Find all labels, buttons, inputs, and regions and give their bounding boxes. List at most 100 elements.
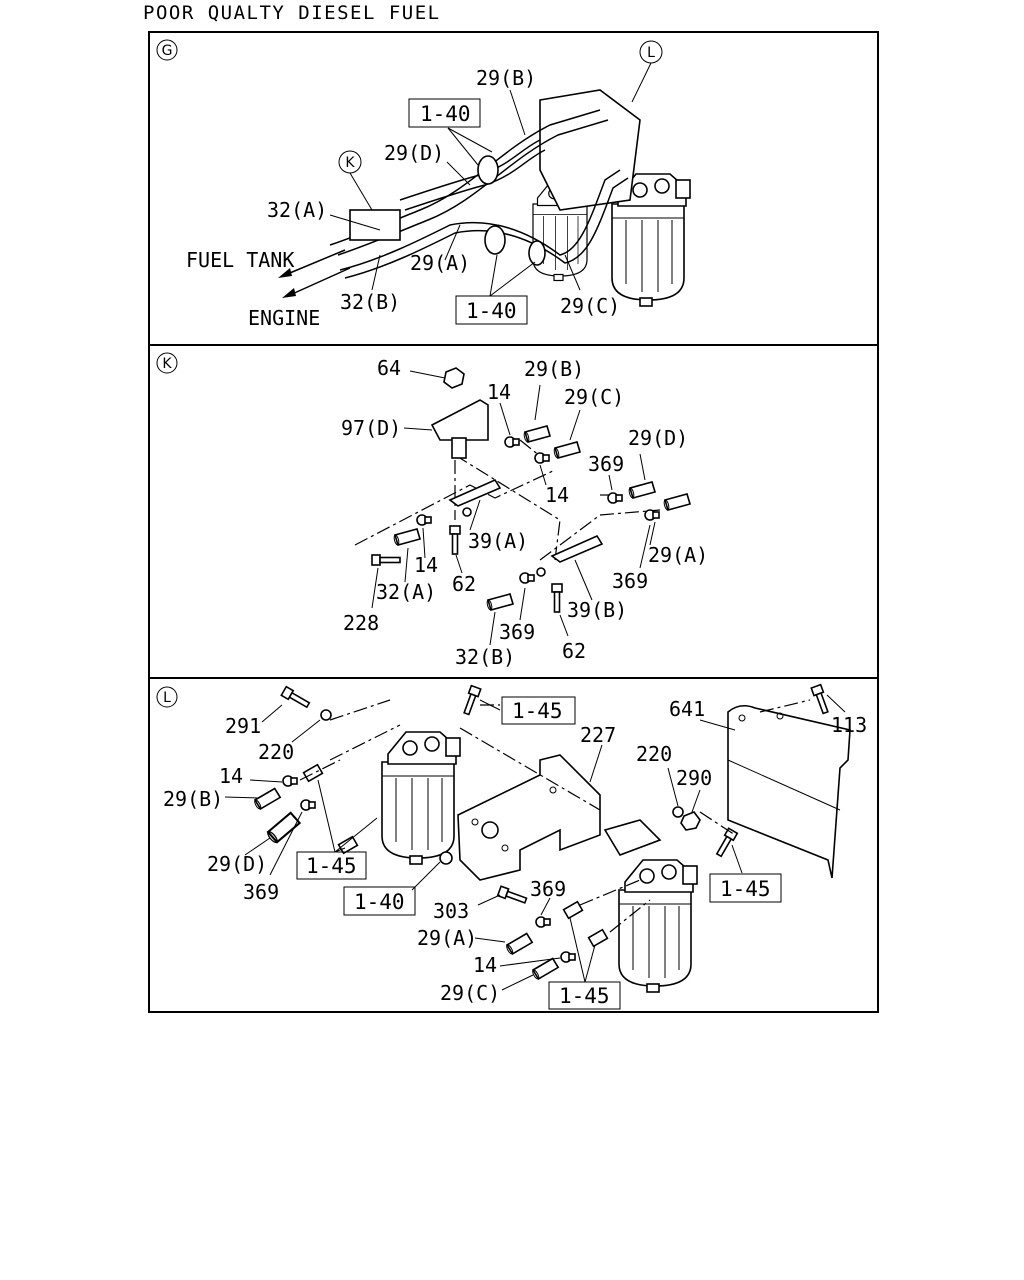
label-220: 220	[636, 742, 672, 766]
ref-1-45: 1-45	[512, 699, 563, 723]
label-369: 369	[499, 620, 535, 644]
clamp-369	[535, 916, 551, 928]
label-113: 113	[831, 713, 867, 737]
label-227: 227	[580, 723, 616, 747]
hose-sleeve	[528, 240, 546, 266]
washer-220	[320, 709, 332, 721]
hose-29a	[502, 931, 535, 957]
label-64: 64	[377, 356, 401, 380]
ref-1-45: 1-45	[559, 984, 610, 1008]
fuel-filter	[381, 731, 461, 865]
label-369: 369	[588, 452, 624, 476]
ref-box	[709, 873, 782, 903]
label-291: 291	[225, 714, 261, 738]
clamp-14	[560, 951, 576, 963]
hose-32a	[392, 528, 421, 547]
clamp-369	[519, 572, 535, 584]
clamp-369	[644, 509, 660, 521]
filter-bracket	[539, 89, 641, 211]
label-39b: 39(B)	[567, 598, 627, 622]
fuel-filter	[618, 859, 698, 993]
ref-1-40: 1-40	[466, 299, 517, 323]
clamp-369	[300, 799, 316, 811]
fitting	[562, 900, 584, 920]
panel-k: K	[156, 352, 708, 669]
fitting	[587, 928, 609, 948]
label-29b: 29(B)	[476, 66, 536, 90]
hose-sleeve	[477, 155, 499, 185]
label-290: 290	[676, 766, 712, 790]
label-32a: 32(A)	[376, 580, 436, 604]
fuel-line-bracket	[349, 209, 401, 241]
callout-l-label: L	[647, 45, 655, 61]
hose-29d	[627, 481, 656, 500]
label-29c: 29(C)	[564, 385, 624, 409]
bolt-62	[449, 525, 461, 555]
fitting	[302, 763, 324, 783]
label-303: 303	[433, 899, 469, 923]
washer-220	[672, 806, 684, 818]
clip-39b	[550, 534, 604, 563]
label-29a: 29(A)	[417, 926, 477, 950]
ref-box	[455, 295, 528, 325]
label-32b: 32(B)	[340, 290, 400, 314]
ref-1-45: 1-45	[720, 877, 771, 901]
panel-marker-k-label: K	[162, 356, 172, 372]
label-62: 62	[562, 639, 586, 663]
label-14: 14	[219, 764, 243, 788]
hose-29a	[662, 493, 691, 512]
label-14: 14	[473, 953, 497, 977]
bolt-228	[371, 554, 401, 566]
label-32a: 32(A)	[267, 198, 327, 222]
label-engine: ENGINE	[248, 306, 320, 330]
filter-mount	[603, 819, 662, 856]
label-369: 369	[530, 877, 566, 901]
shield-641	[727, 704, 851, 879]
hose-29b	[522, 425, 551, 444]
nut-290	[680, 811, 701, 831]
label-32b: 32(B)	[455, 645, 515, 669]
label-fuel-tank: FUEL TANK	[186, 248, 294, 272]
panel-marker-g	[156, 39, 178, 61]
clamp-14	[282, 775, 298, 787]
label-97d: 97(D)	[341, 416, 401, 440]
label-39a: 39(A)	[468, 529, 528, 553]
hose-29b	[250, 786, 283, 812]
label-228: 228	[343, 611, 379, 635]
bracket-227	[457, 754, 601, 881]
panel-marker-g-label: G	[162, 43, 173, 59]
ref-box	[408, 98, 481, 128]
label-641: 641	[669, 697, 705, 721]
bolt-62	[551, 583, 563, 613]
label-369: 369	[243, 880, 279, 904]
hose-29c	[552, 441, 581, 460]
hose-29d	[261, 810, 305, 847]
label-29a: 29(A)	[410, 251, 470, 275]
label-29d: 29(D)	[384, 141, 444, 165]
label-14: 14	[414, 553, 438, 577]
plug	[439, 851, 453, 865]
hose-sleeve	[484, 225, 506, 255]
clamp-14	[504, 436, 520, 448]
bolt-113	[810, 683, 832, 716]
fuel-tank-arrow	[284, 249, 346, 276]
callout-k-label: K	[345, 155, 355, 171]
label-62: 62	[452, 572, 476, 596]
nut-64	[443, 367, 465, 389]
bolt-291	[280, 685, 312, 711]
label-29b: 29(B)	[163, 787, 223, 811]
label-14: 14	[545, 483, 569, 507]
bolt-303	[496, 885, 529, 907]
label-29d: 29(D)	[207, 852, 267, 876]
panel-g: G L K	[156, 39, 691, 330]
panel-marker-k	[156, 352, 178, 374]
bracket-97d	[430, 399, 489, 441]
page-title: POOR QUALTY DIESEL FUEL	[143, 2, 441, 24]
label-29b: 29(B)	[524, 357, 584, 381]
panel-marker-l-label: L	[163, 690, 171, 706]
ref-1-40: 1-40	[354, 890, 405, 914]
clamp-14	[534, 452, 550, 464]
bolt	[713, 827, 739, 859]
fitting	[337, 835, 359, 855]
